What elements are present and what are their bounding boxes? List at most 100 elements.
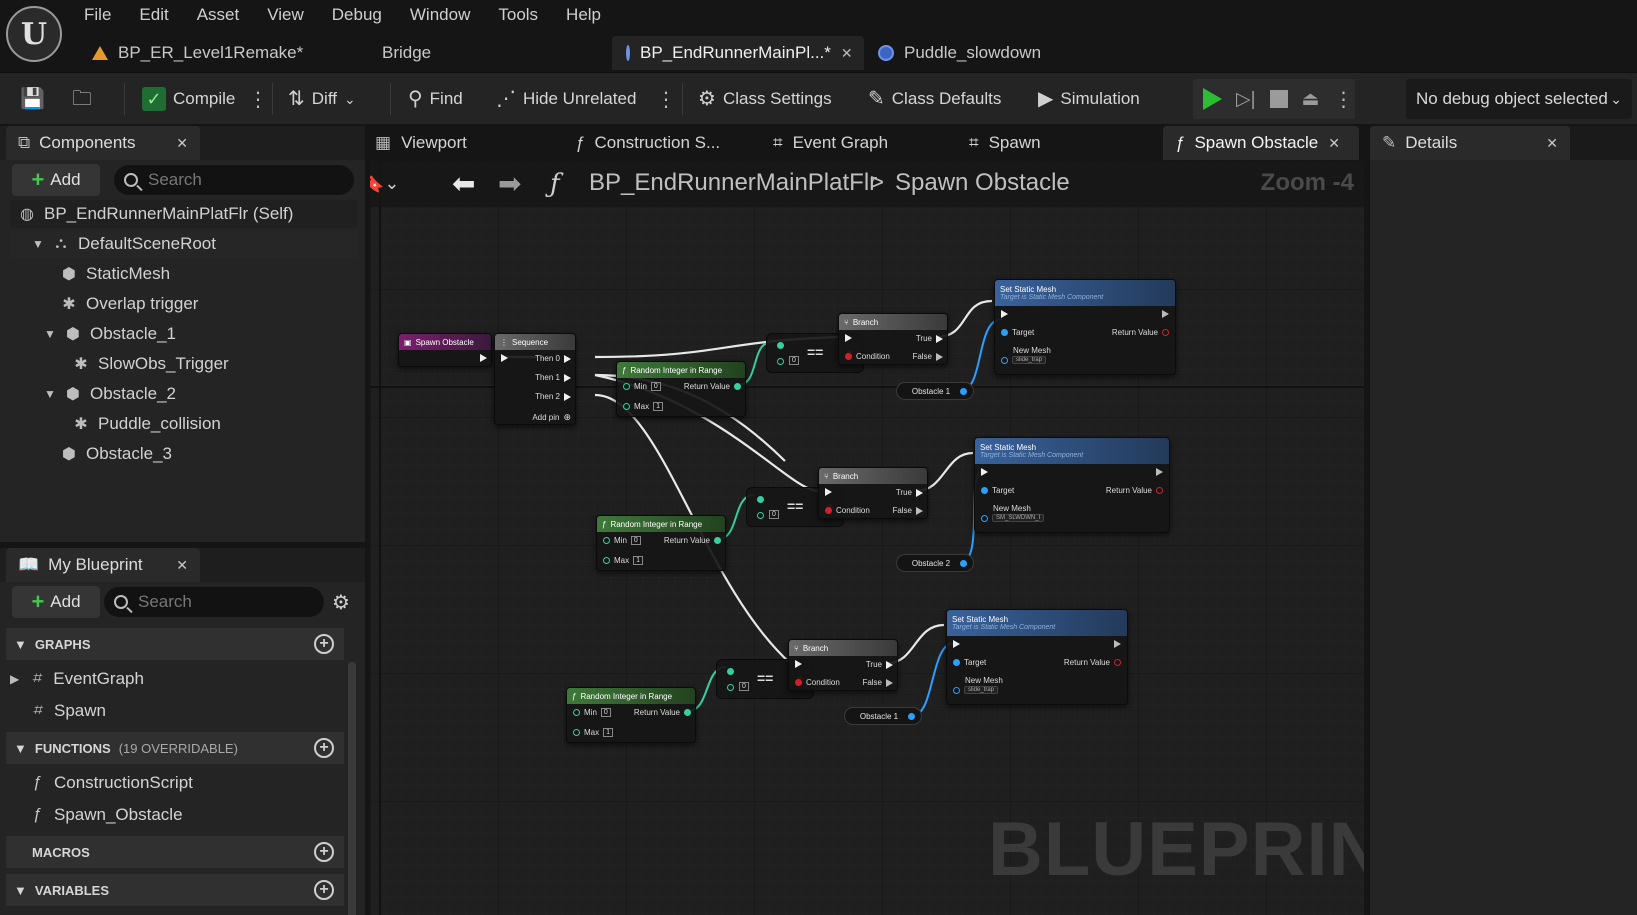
- add-component-button[interactable]: + Add: [12, 164, 100, 196]
- eq-a-pin[interactable]: [777, 342, 784, 349]
- exec-in-pin[interactable]: [953, 640, 960, 648]
- exec-out-pin[interactable]: [1162, 310, 1169, 318]
- condition-pin[interactable]: Condition: [845, 352, 890, 361]
- close-icon[interactable]: ✕: [1328, 134, 1340, 151]
- tab-viewport[interactable]: ▦ Viewport: [375, 126, 467, 160]
- var-out-pin[interactable]: [908, 713, 915, 720]
- section-graphs[interactable]: ▼ GRAPHS +: [6, 628, 344, 660]
- new-mesh-pin[interactable]: slide_trap: [1001, 356, 1047, 364]
- true-pin[interactable]: True: [916, 334, 943, 343]
- eq-b-pin[interactable]: [757, 512, 764, 519]
- section-variables[interactable]: ▼ VARIABLES +: [6, 874, 344, 906]
- node-branch-3[interactable]: ⑂Branch True Condition False: [788, 639, 898, 691]
- eject-icon[interactable]: ⏏: [1301, 88, 1320, 110]
- mesh-select[interactable]: slide_trap: [964, 686, 999, 694]
- var-out-pin[interactable]: [960, 560, 967, 567]
- components-search-input[interactable]: Search: [114, 165, 354, 195]
- return-value-pin[interactable]: Return Value: [1106, 486, 1163, 495]
- exec-in-pin[interactable]: [501, 354, 508, 362]
- exec-in-pin[interactable]: [1001, 310, 1008, 318]
- mesh-select[interactable]: SM_SLWDWN_I: [992, 514, 1045, 522]
- return-value-pin[interactable]: Return Value: [1064, 658, 1121, 667]
- forward-arrow-icon[interactable]: ➡: [498, 168, 522, 199]
- exec-in-pin[interactable]: [825, 488, 832, 496]
- close-icon[interactable]: ✕: [176, 134, 188, 151]
- true-pin[interactable]: True: [866, 660, 893, 669]
- expand-arrow-icon[interactable]: ▼: [32, 237, 44, 251]
- breadcrumb-blueprint[interactable]: BP_EndRunnerMainPlatFlr: [589, 169, 878, 196]
- expand-arrow-icon[interactable]: ▶: [10, 672, 20, 686]
- tree-item-puddle-collision[interactable]: ✱ Puddle_collision: [72, 410, 221, 438]
- tree-item-obstacle-1[interactable]: ▼ ⬢ Obstacle_1: [44, 320, 176, 348]
- var-out-pin[interactable]: [960, 388, 967, 395]
- hide-unrelated-button[interactable]: ⋰ Hide Unrelated: [496, 73, 636, 125]
- graph-item-spawn[interactable]: ⌗ Spawn: [28, 696, 106, 726]
- new-mesh-pin[interactable]: slide_trap: [953, 686, 999, 694]
- tree-item-static-mesh[interactable]: ⬢ StaticMesh: [60, 260, 170, 288]
- graph-item-eventgraph[interactable]: ▶ ⌗ EventGraph: [10, 664, 144, 694]
- unreal-logo-icon[interactable]: U: [6, 6, 62, 62]
- then-0-pin[interactable]: Then 0: [535, 354, 571, 363]
- bookmark-icon[interactable]: 🔖⌄: [370, 173, 400, 193]
- function-item-constructionscript[interactable]: ƒ ConstructionScript: [28, 768, 193, 798]
- condition-pin[interactable]: Condition: [825, 506, 870, 515]
- menu-help[interactable]: Help: [566, 5, 602, 24]
- menu-window[interactable]: Window: [409, 5, 471, 24]
- find-button[interactable]: ⚲ Find: [408, 73, 463, 125]
- stop-icon[interactable]: [1269, 90, 1288, 108]
- class-settings-button[interactable]: ⚙ Class Settings: [698, 73, 832, 125]
- doc-tab-blueprint-active[interactable]: BP_EndRunnerMainPl...* ✕: [612, 36, 864, 70]
- exec-out-pin[interactable]: [1114, 640, 1121, 648]
- then-2-pin[interactable]: Then 2: [535, 392, 571, 401]
- new-mesh-pin[interactable]: SM_SLWDWN_I: [981, 514, 1045, 522]
- node-function-entry[interactable]: ▣Spawn Obstacle: [398, 333, 492, 367]
- target-pin[interactable]: Target: [1001, 328, 1034, 337]
- then-1-pin[interactable]: Then 1: [535, 373, 571, 382]
- save-button[interactable]: 💾: [20, 73, 45, 125]
- tab-spawn[interactable]: ⌗ Spawn: [969, 126, 1041, 160]
- doc-tab-puddle[interactable]: Puddle_slowdown: [864, 36, 1084, 70]
- function-item-spawn-obstacle[interactable]: ƒ Spawn_Obstacle: [28, 800, 183, 830]
- doc-tab-level[interactable]: BP_ER_Level1Remake*: [78, 36, 342, 70]
- breadcrumb-function[interactable]: Spawn Obstacle: [895, 169, 1070, 196]
- eq-a-pin[interactable]: [727, 668, 734, 675]
- add-macro-icon[interactable]: +: [314, 842, 334, 862]
- node-sequence[interactable]: ⋮Sequence Then 0 Then 1 Then 2 Add pin⊕: [494, 333, 576, 425]
- eq-b-value[interactable]: 0: [739, 682, 749, 691]
- details-tab[interactable]: ✎ Details ✕: [1370, 126, 1570, 160]
- max-value-field[interactable]: 1: [633, 556, 644, 565]
- max-value-field[interactable]: 1: [653, 402, 664, 411]
- add-pin-button[interactable]: Add pin⊕: [532, 412, 571, 422]
- node-branch-1[interactable]: ⑂Branch True Condition False: [838, 313, 948, 365]
- min-value-field[interactable]: 0: [630, 536, 641, 545]
- diff-button[interactable]: ⇅ Diff ⌄: [288, 73, 356, 125]
- menu-edit[interactable]: Edit: [139, 5, 169, 24]
- menu-file[interactable]: File: [84, 5, 112, 24]
- tree-item-overlap-trigger[interactable]: ✱ Overlap trigger: [60, 290, 198, 318]
- false-pin[interactable]: False: [862, 678, 893, 687]
- add-member-button[interactable]: + Add: [12, 586, 100, 618]
- exec-in-pin[interactable]: [795, 660, 802, 668]
- node-branch-2[interactable]: ⑂Branch True Condition False: [818, 467, 928, 519]
- my-blueprint-search-input[interactable]: Search: [104, 587, 324, 617]
- tree-item-default-scene-root[interactable]: ▼ ⛬ DefaultSceneRoot: [32, 230, 216, 258]
- menu-debug[interactable]: Debug: [331, 5, 382, 24]
- target-pin[interactable]: Target: [953, 658, 986, 667]
- more-options-icon[interactable]: ⋮: [1333, 88, 1354, 111]
- close-icon[interactable]: ✕: [840, 44, 853, 61]
- return-value-pin[interactable]: Return Value: [634, 708, 691, 717]
- node-var-obstacle-1[interactable]: Obstacle 1: [896, 382, 974, 400]
- compile-options-button[interactable]: ⋮: [248, 73, 268, 125]
- add-variable-icon[interactable]: +: [314, 880, 334, 900]
- close-icon[interactable]: ✕: [1546, 134, 1558, 151]
- false-pin[interactable]: False: [912, 352, 943, 361]
- eq-b-pin[interactable]: [777, 358, 784, 365]
- menu-asset[interactable]: Asset: [196, 5, 240, 24]
